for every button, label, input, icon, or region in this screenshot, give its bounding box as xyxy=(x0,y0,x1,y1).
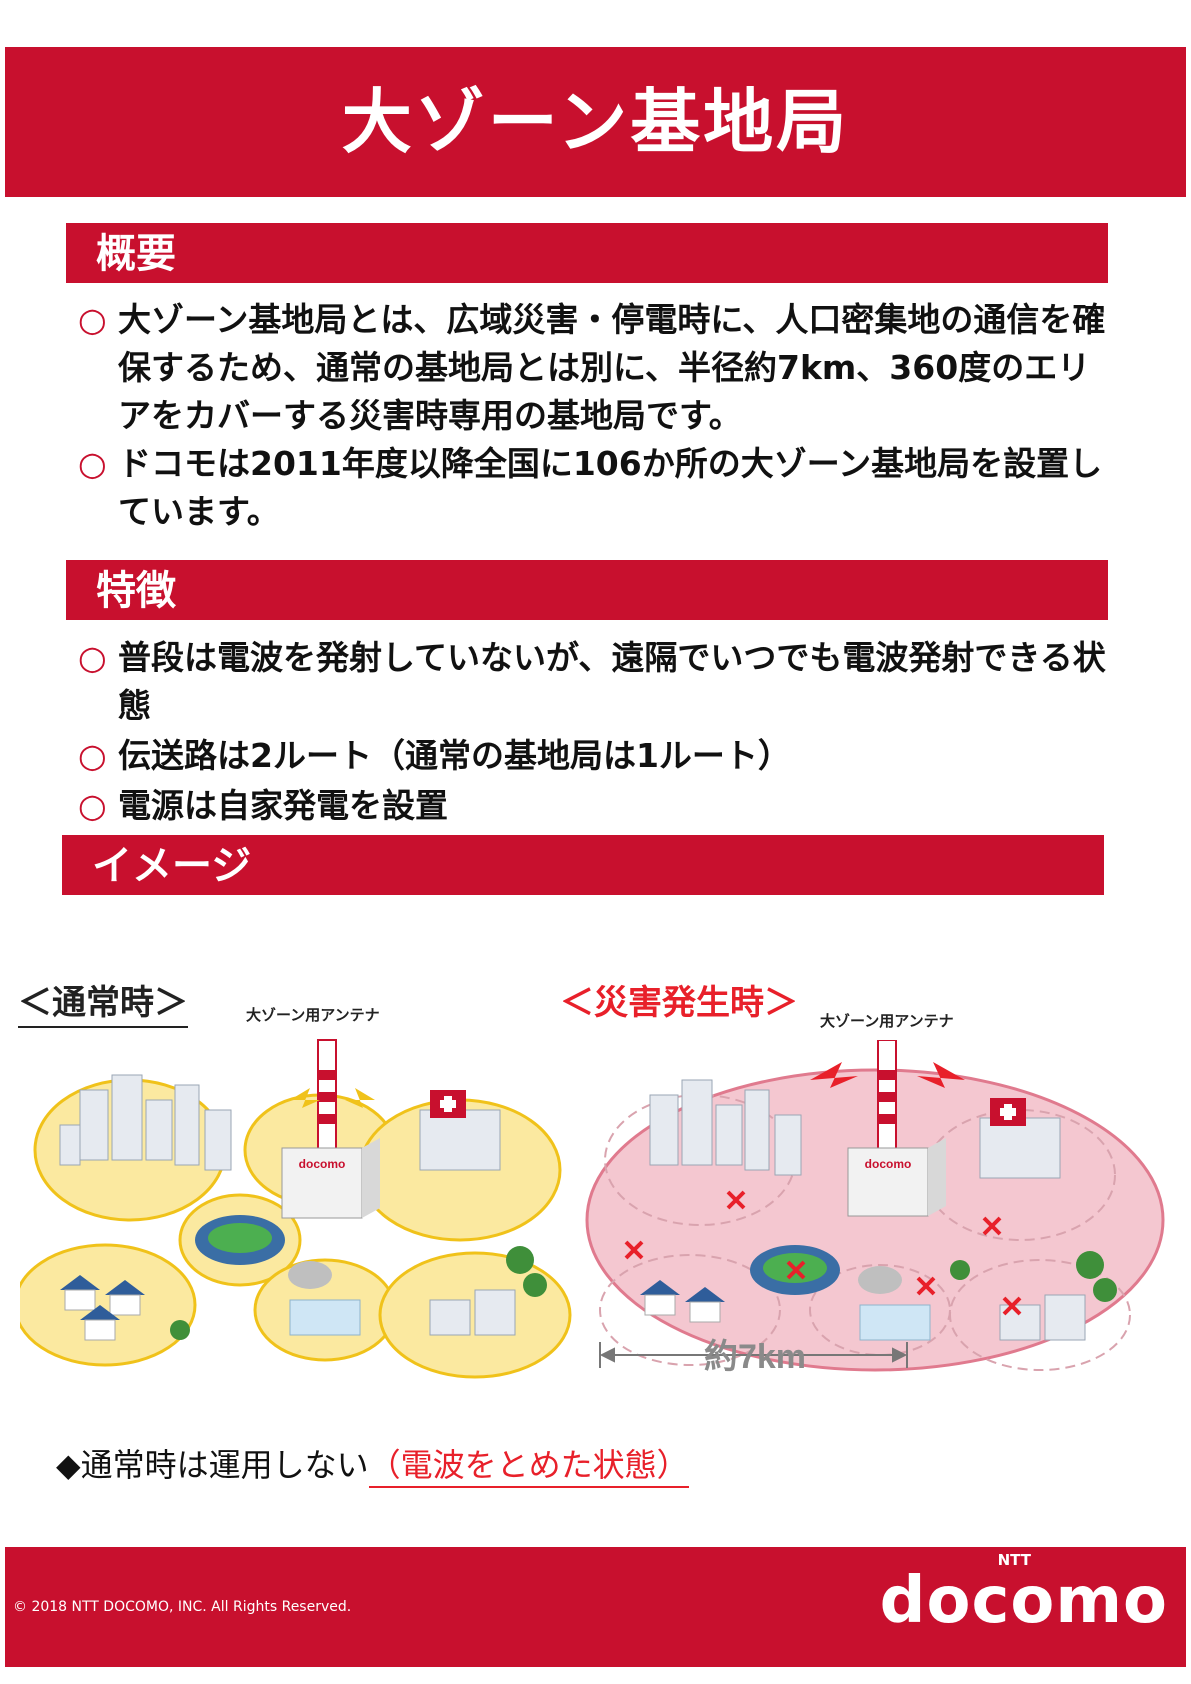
section-header-features: 特徴 xyxy=(66,560,1108,620)
signal-lightning-icon xyxy=(917,1062,965,1088)
circle-bullet-icon: ○ xyxy=(78,786,107,825)
note-prefix: ◆通常時は運用しない xyxy=(56,1446,369,1484)
caption-disaster: ＜災害発生時＞ xyxy=(560,983,798,1023)
caption-normal: ＜通常時＞ xyxy=(18,975,188,1028)
circle-bullet-icon: ○ xyxy=(78,638,107,677)
apartments-icon xyxy=(999,1294,1086,1341)
antenna-label-disaster: 大ゾーン用アンテナ xyxy=(820,1012,954,1030)
features-bullet-text: 伝送路は2ルート（通常の基地局は1ルート） xyxy=(118,736,791,775)
disaster-time-illustration: docomo 約7km xyxy=(585,1040,1165,1376)
section-title-features: 特徴 xyxy=(96,568,176,614)
building-logo-text: docomo xyxy=(299,1157,346,1171)
overview-bullet-2: ○ ドコモは2011年度以降全国に106か所の大ゾーン基地局を設置しています。 xyxy=(78,440,1118,536)
antenna-tower-icon xyxy=(317,1039,337,1151)
trees-icon xyxy=(950,1251,1117,1302)
docomo-logo: docomo xyxy=(879,1564,1168,1638)
normal-time-illustration: docomo xyxy=(20,1039,572,1379)
signal-lightning-icon xyxy=(345,1088,375,1108)
circle-bullet-icon: ○ xyxy=(78,444,107,483)
signal-lightning-icon xyxy=(290,1088,320,1108)
section-title-overview: 概要 xyxy=(96,231,176,277)
circle-bullet-icon: ○ xyxy=(78,736,107,775)
page-title: 大ゾーン基地局 xyxy=(341,81,850,163)
copyright-text: © 2018 NTT DOCOMO, INC. All Rights Reser… xyxy=(13,1599,352,1615)
overview-bullet-1: ○ 大ゾーン基地局とは、広域災害・停電時に、人口密集地の通信を確保するため、通常… xyxy=(78,296,1118,440)
building-logo-text: docomo xyxy=(865,1157,912,1171)
signal-lightning-icon xyxy=(810,1062,858,1088)
features-bullet-1: ○ 普段は電波を発射していないが、遠隔でいつでも電波発射できる状態 xyxy=(78,634,1118,730)
docomo-building-icon xyxy=(281,1138,380,1219)
distance-label: 約7km xyxy=(704,1338,806,1376)
circle-bullet-icon: ○ xyxy=(78,300,107,339)
features-bullet-2: ○ 伝送路は2ルート（通常の基地局は1ルート） xyxy=(78,732,1118,780)
factory-icon xyxy=(858,1266,931,1341)
houses-icon xyxy=(60,1275,145,1341)
note-text: ◆通常時は運用しない（電波をとめた状態） xyxy=(56,1440,689,1488)
trees-icon xyxy=(170,1246,547,1340)
section-header-overview: 概要 xyxy=(66,223,1108,283)
note-highlight: （電波をとめた状態） xyxy=(368,1446,689,1488)
footer-bar: © 2018 NTT DOCOMO, INC. All Rights Reser… xyxy=(5,1547,1186,1667)
docomo-building-icon xyxy=(847,1138,946,1217)
antenna-tower-icon xyxy=(877,1040,897,1151)
distance-arrow xyxy=(599,1342,908,1368)
houses-icon xyxy=(640,1280,725,1323)
outage-x-icon xyxy=(624,1190,1022,1316)
hospital-icon xyxy=(979,1098,1061,1179)
features-bullet-3: ○ 電源は自家発電を設置 xyxy=(78,782,1118,830)
factory-icon xyxy=(288,1261,361,1336)
overview-bullet-text: ドコモは2011年度以降全国に106か所の大ゾーン基地局を設置しています。 xyxy=(118,444,1103,531)
overview-bullet-text: 大ゾーン基地局とは、広域災害・停電時に、人口密集地の通信を確保するため、通常の基… xyxy=(118,300,1106,435)
features-bullet-text: 電源は自家発電を設置 xyxy=(118,786,448,825)
stadium-icon xyxy=(195,1215,285,1265)
city-buildings-icon xyxy=(59,1074,232,1171)
logo-ntt-text: NTT xyxy=(997,1551,1031,1569)
section-header-image: イメージ xyxy=(62,835,1104,895)
section-title-image: イメージ xyxy=(92,843,252,889)
features-bullet-text: 普段は電波を発射していないが、遠隔でいつでも電波発射できる状態 xyxy=(118,638,1106,725)
hospital-icon xyxy=(419,1090,501,1171)
title-banner: 大ゾーン基地局 xyxy=(5,47,1186,197)
antenna-label-normal: 大ゾーン用アンテナ xyxy=(246,1006,380,1024)
city-buildings-icon xyxy=(649,1079,802,1176)
apartments-icon xyxy=(429,1289,516,1336)
